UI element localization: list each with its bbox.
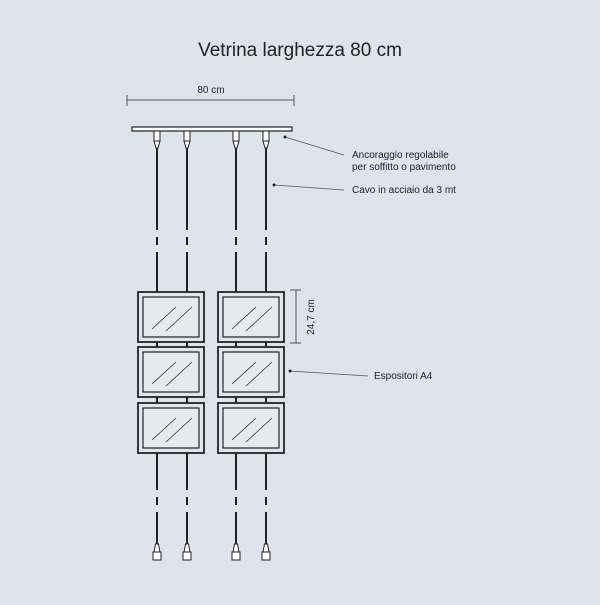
- diagram-title: Vetrina larghezza 80 cm: [198, 40, 402, 61]
- width-label: 80 cm: [197, 85, 224, 96]
- display-frame-right-2: [217, 346, 285, 398]
- display-frame-right-3: [217, 402, 285, 454]
- height-label: 24,7 cm: [306, 299, 317, 335]
- ceiling-anchor-3: [232, 130, 240, 149]
- ceiling-anchor-2: [183, 130, 191, 149]
- anchor-leader: [283, 135, 345, 156]
- cable-callout: Cavo in acciaio da 3 mt: [352, 185, 456, 196]
- display-frame-left-3: [137, 402, 205, 454]
- ceiling-rail: [131, 126, 293, 132]
- floor-anchor-1: [152, 543, 162, 561]
- display-frame-left-2: [137, 346, 205, 398]
- display-frame-right-1: [217, 291, 285, 343]
- ceiling-anchor-1: [153, 130, 161, 149]
- displays-callout: Espositori A4: [374, 371, 433, 382]
- floor-anchor-2: [182, 543, 192, 561]
- ceiling-anchor-4: [262, 130, 270, 149]
- anchor-callout-line2: per soffitto o pavimento: [352, 162, 456, 173]
- floor-anchor-4: [261, 543, 271, 561]
- cable-leader: [272, 183, 345, 191]
- width-dimension: [126, 95, 295, 106]
- height-dimension: [290, 289, 301, 344]
- displays-leader: [288, 369, 369, 377]
- floor-anchor-3: [231, 543, 241, 561]
- anchor-callout-line1: Ancoraggio regolabile: [352, 150, 449, 161]
- display-frame-left-1: [137, 291, 205, 343]
